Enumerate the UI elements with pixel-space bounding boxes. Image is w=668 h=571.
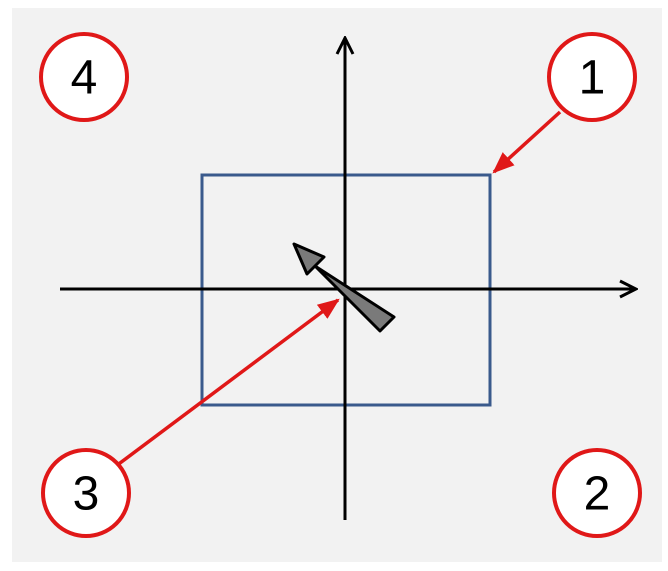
callout-line-1 xyxy=(492,110,562,174)
label-1-text: 1 xyxy=(579,52,606,105)
label-circle-2: 2 xyxy=(552,448,642,538)
label-circle-4: 4 xyxy=(39,32,129,122)
callout-line-3 xyxy=(114,298,340,468)
label-2-text: 2 xyxy=(584,468,611,521)
label-circle-1: 1 xyxy=(547,32,637,122)
arrow-pointer-icon xyxy=(292,242,396,333)
label-3-text: 3 xyxy=(73,468,100,521)
label-circle-3: 3 xyxy=(41,448,131,538)
label-4-text: 4 xyxy=(71,52,98,105)
